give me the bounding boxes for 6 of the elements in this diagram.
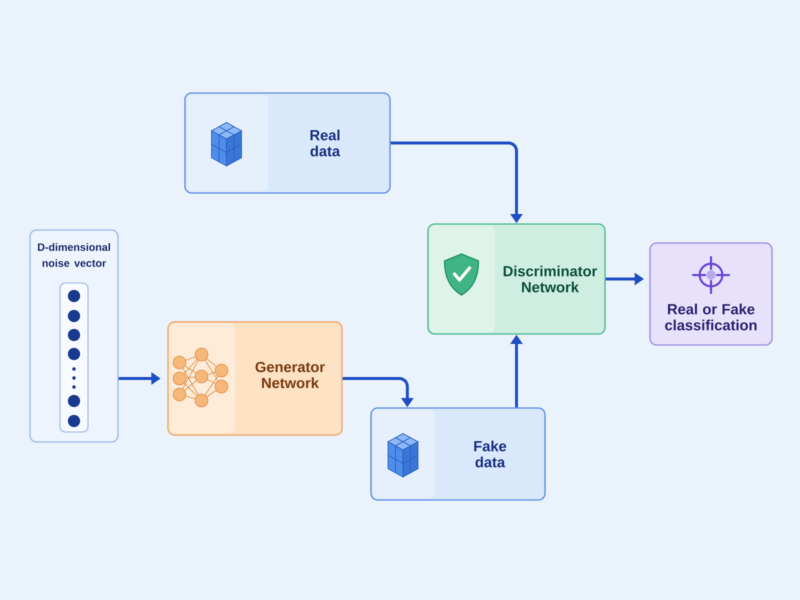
- box-panel: D-dimensional noise vector: [29, 229, 119, 443]
- output-box: Real or Fake classification: [649, 242, 773, 346]
- process-box: Generator Network: [167, 321, 343, 436]
- data-box: Real data: [184, 92, 391, 194]
- process-box: Discriminator Network: [427, 223, 606, 335]
- data-box: Fake data: [370, 407, 546, 501]
